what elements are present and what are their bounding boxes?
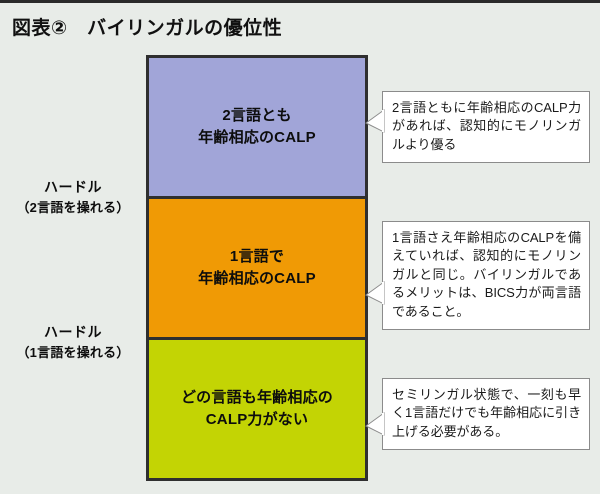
hurdle-label-lower: ハードル （1言語を操れる） [0, 322, 146, 363]
level-block-middle-label: 1言語で 年齢相応のCALP [198, 248, 316, 287]
level-block-two-language-calp: 2言語とも 年齢相応のCALP [149, 58, 365, 196]
level-block-one-language-calp: 1言語で 年齢相応のCALP [149, 196, 365, 337]
hurdle-upper-title: ハードル [44, 179, 102, 195]
callout-box-bottom: セミリンガル状態で、一刻も早く1言語だけでも年齢相応に引き上げる必要がある。 [365, 378, 590, 451]
callout-box-top: 2言語ともに年齢相応のCALP力があれば、認知的にモノリンガルより優る [365, 91, 590, 164]
callout-top-text: 2言語ともに年齢相応のCALP力があれば、認知的にモノリンガルより優る [392, 100, 581, 152]
hurdle-lower-title: ハードル [44, 324, 102, 340]
hurdle-upper-subtitle: （2言語を操れる） [16, 200, 130, 215]
level-block-bottom-label: どの言語も年齢相応の CALP力がない [180, 389, 333, 428]
bilingual-level-stack: 2言語とも 年齢相応のCALP 1言語で 年齢相応のCALP どの言語も年齢相応… [146, 55, 368, 481]
level-block-top-label: 2言語とも 年齢相応のCALP [198, 107, 316, 146]
callout-tail-top-icon [365, 109, 385, 133]
hurdle-label-upper: ハードル （2言語を操れる） [0, 177, 146, 218]
hurdle-lower-subtitle: （1言語を操れる） [16, 345, 130, 360]
callout-bottom-text: セミリンガル状態で、一刻も早く1言語だけでも年齢相応に引き上げる必要がある。 [392, 387, 581, 439]
callout-box-middle: 1言語さえ年齢相応のCALPを備えていれば、認知的にモノリンガルと同じ。バイリン… [365, 221, 590, 331]
page-title: 図表② バイリンガルの優位性 [12, 17, 283, 39]
callout-middle-text: 1言語さえ年齢相応のCALPを備えていれば、認知的にモノリンガルと同じ。バイリン… [392, 230, 581, 319]
figure-title-bar: 図表② バイリンガルの優位性 [0, 6, 600, 46]
callout-tail-middle-icon [365, 281, 385, 305]
callout-tail-bottom-icon [365, 412, 385, 436]
level-block-no-calp: どの言語も年齢相応の CALP力がない [149, 337, 365, 478]
